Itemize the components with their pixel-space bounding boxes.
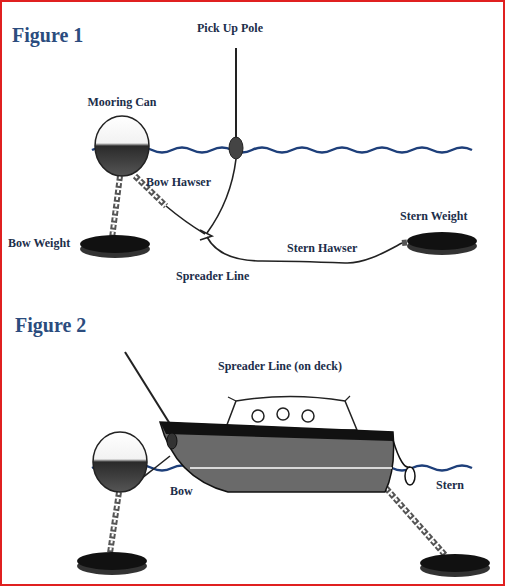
pennant-line	[207, 159, 236, 233]
part-label: Stern	[436, 478, 464, 492]
part-label: Stern Hawser	[287, 241, 357, 255]
part-label: Bow Hawser	[146, 175, 211, 189]
cabin-trim	[228, 396, 350, 401]
figure-title: Figure 1	[12, 24, 83, 46]
boat-hull	[160, 422, 394, 492]
part-label: Mooring Can	[88, 95, 157, 109]
bow-chain	[112, 176, 120, 238]
bow-weight	[80, 235, 150, 253]
bow-chain-links	[110, 492, 119, 553]
bow-weight	[77, 552, 147, 570]
porthole	[277, 408, 289, 420]
boot-stripe	[190, 467, 392, 469]
spreader-junction	[200, 230, 212, 240]
stern-line	[393, 440, 410, 467]
pick-up-pole	[235, 48, 237, 138]
porthole	[252, 410, 264, 422]
stern-weight	[420, 554, 490, 572]
part-label: Spreader Line	[176, 269, 249, 283]
bow-chain	[110, 492, 119, 553]
stern-chain	[386, 488, 446, 556]
part-label: Pick Up Pole	[197, 21, 263, 35]
part-label: Stern Weight	[400, 209, 467, 223]
part-label: Bow	[170, 484, 193, 498]
part-label: Spreader Line (on deck)	[218, 359, 342, 373]
bow-chain-links	[112, 176, 120, 238]
bow-hawser-rope	[166, 206, 205, 234]
stern-hawser-rope	[207, 237, 402, 263]
porthole	[302, 410, 314, 422]
mooring-can	[93, 432, 147, 492]
pole-float	[167, 433, 177, 449]
stern-weight	[407, 232, 477, 250]
deck-band	[160, 422, 393, 441]
stern-chock	[405, 467, 415, 485]
figure-title: Figure 2	[15, 314, 86, 336]
mooring-can	[95, 116, 149, 176]
pole-float	[229, 137, 243, 159]
part-label: Bow Weight	[8, 236, 70, 250]
stern-chain-links	[386, 488, 446, 556]
